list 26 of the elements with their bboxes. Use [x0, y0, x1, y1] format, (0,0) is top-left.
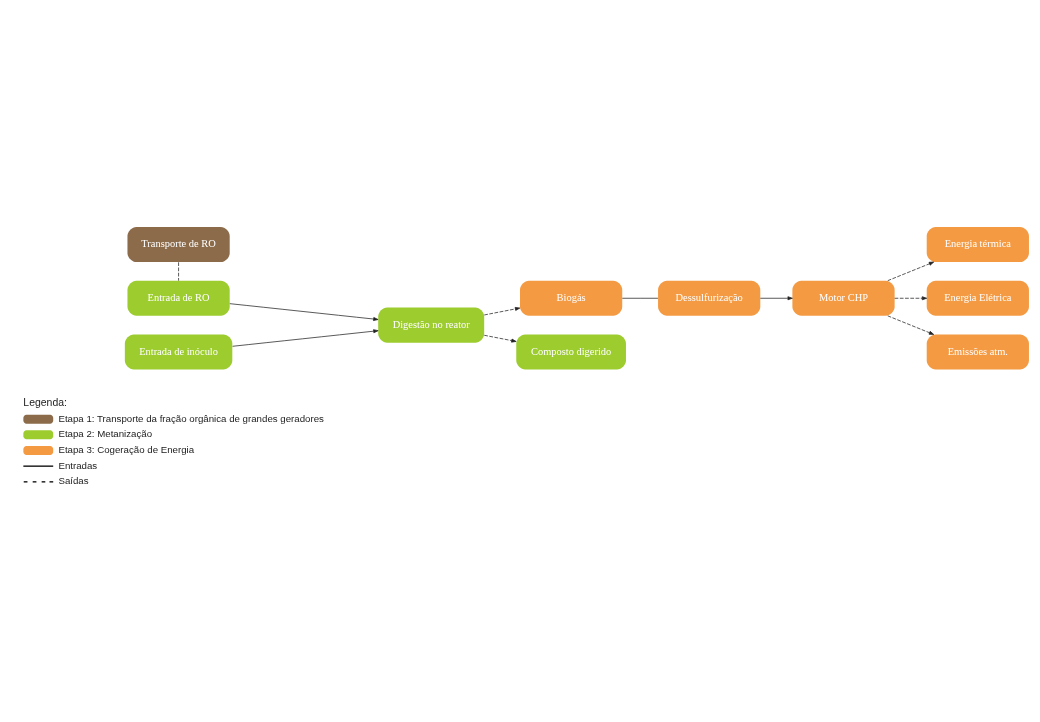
legend-label: Saídas	[58, 474, 89, 486]
node-box: Motor CHP	[792, 280, 895, 316]
node-box: Dessulfurização	[658, 280, 761, 316]
legend-label: Entradas	[58, 459, 98, 471]
legend-label: Etapa 3: Cogeração de Energia	[58, 443, 195, 455]
node-box: Energia Elétrica	[926, 280, 1029, 316]
legend-label: Etapa 1: Transporte da fração orgânica de grandes geradores	[58, 412, 324, 424]
label: Legenda:	[23, 396, 67, 408]
arrow	[759, 295, 793, 300]
node-box: Entrada de RO	[127, 280, 230, 316]
node-box: Energia térmica	[926, 226, 1029, 262]
node-box: Transporte de RO	[127, 226, 230, 262]
node-box: Emissões atm.	[926, 333, 1029, 369]
legend-label: Etapa 2: Metanização	[58, 427, 153, 439]
node-box: Digestão no reator	[378, 307, 485, 343]
arrow	[887, 261, 935, 281]
arrow	[894, 295, 928, 300]
connector	[178, 261, 179, 281]
node-box: Biogás	[520, 280, 623, 316]
arrow	[232, 328, 379, 347]
arrow	[887, 314, 935, 335]
arrow	[483, 306, 521, 315]
arrow	[483, 334, 517, 342]
arrow	[229, 302, 379, 321]
node-box: Composto digerido	[516, 333, 626, 369]
node-box: Entrada de inóculo	[124, 333, 233, 369]
